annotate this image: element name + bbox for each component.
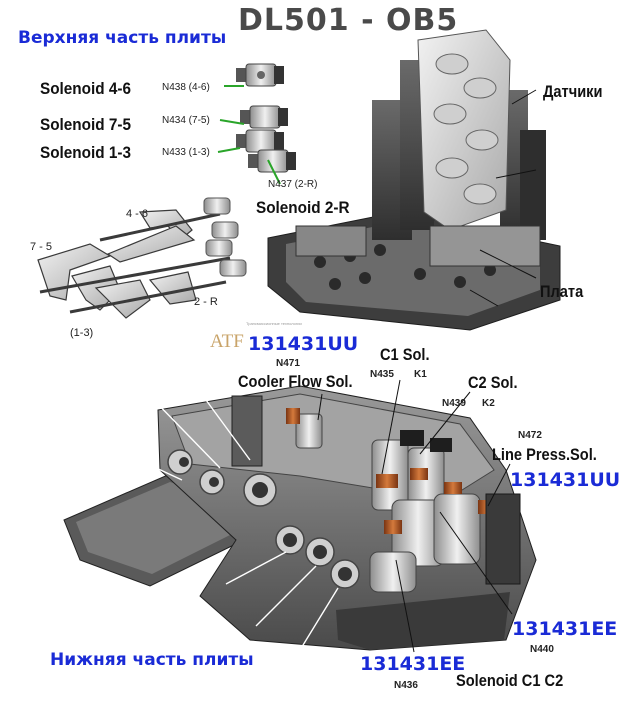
fork-2-r-label: 2 - R <box>194 296 218 308</box>
lower-valve-body <box>63 379 537 653</box>
code-n436: N436 <box>394 680 418 691</box>
code-n435: N435 <box>370 369 394 380</box>
upper-valve-body <box>267 29 561 331</box>
solenoid-4-6-label: Solenoid 4-6 <box>40 79 131 98</box>
code-n439: N439 <box>442 398 466 409</box>
atf-logo-caption: Трансмиссионные технологии <box>246 321 302 326</box>
part-number-131431uu-top: 131431UU <box>248 333 359 355</box>
upper-solenoid-icons <box>217 63 296 185</box>
c1-sol-label: C1 Sol. <box>380 345 430 364</box>
fork-7-5-label: 7 - 5 <box>30 241 53 253</box>
lower-part-label: Нижняя часть плиты <box>50 650 254 670</box>
cooler-flow-sol-label: Cooler Flow Sol. <box>238 372 353 391</box>
solenoid-7-5-label: Solenoid 7-5 <box>40 115 131 134</box>
diagram-title: DL501 - OB5 <box>238 3 459 38</box>
part-number-131431ee-bottom: 131431EE <box>360 653 466 675</box>
part-number-131431uu-right: 131431UU <box>510 469 621 491</box>
sensors-label: Датчики <box>543 82 603 101</box>
atf-logo: ATF <box>210 331 244 352</box>
c2-sol-label: C2 Sol. <box>468 373 518 392</box>
solenoid-1-3-label: Solenoid 1-3 <box>40 143 131 162</box>
solenoid-7-5-code: N434 (7-5) <box>162 115 210 126</box>
line-press-sol-label: Line Press.Sol. <box>492 445 597 464</box>
solenoid-c1-c2-label: Solenoid C1 C2 <box>456 671 564 690</box>
solenoid-2r-label: Solenoid 2-R <box>256 198 350 217</box>
code-k1: K1 <box>414 369 427 380</box>
part-number-131431ee-right: 131431EE <box>512 618 618 640</box>
lower-solenoid-cluster <box>369 430 504 593</box>
solenoid-1-3-code: N433 (1-3) <box>162 147 210 158</box>
solenoid-4-6-code: N438 (4-6) <box>162 82 210 93</box>
solenoid-2r-code: N437 (2-R) <box>268 179 318 190</box>
upper-part-label: Верхняя часть плиты <box>18 28 227 48</box>
fork-1-3-label: (1-3) <box>70 327 94 339</box>
fork-4-6-label: 4 - 6 <box>126 208 149 220</box>
code-n472: N472 <box>518 430 542 441</box>
pistons <box>203 197 247 277</box>
shift-forks <box>37 209 231 319</box>
code-k2: K2 <box>482 398 495 409</box>
code-n471: N471 <box>276 358 300 369</box>
plate-label: Плата <box>540 282 584 301</box>
code-n440: N440 <box>530 644 554 655</box>
